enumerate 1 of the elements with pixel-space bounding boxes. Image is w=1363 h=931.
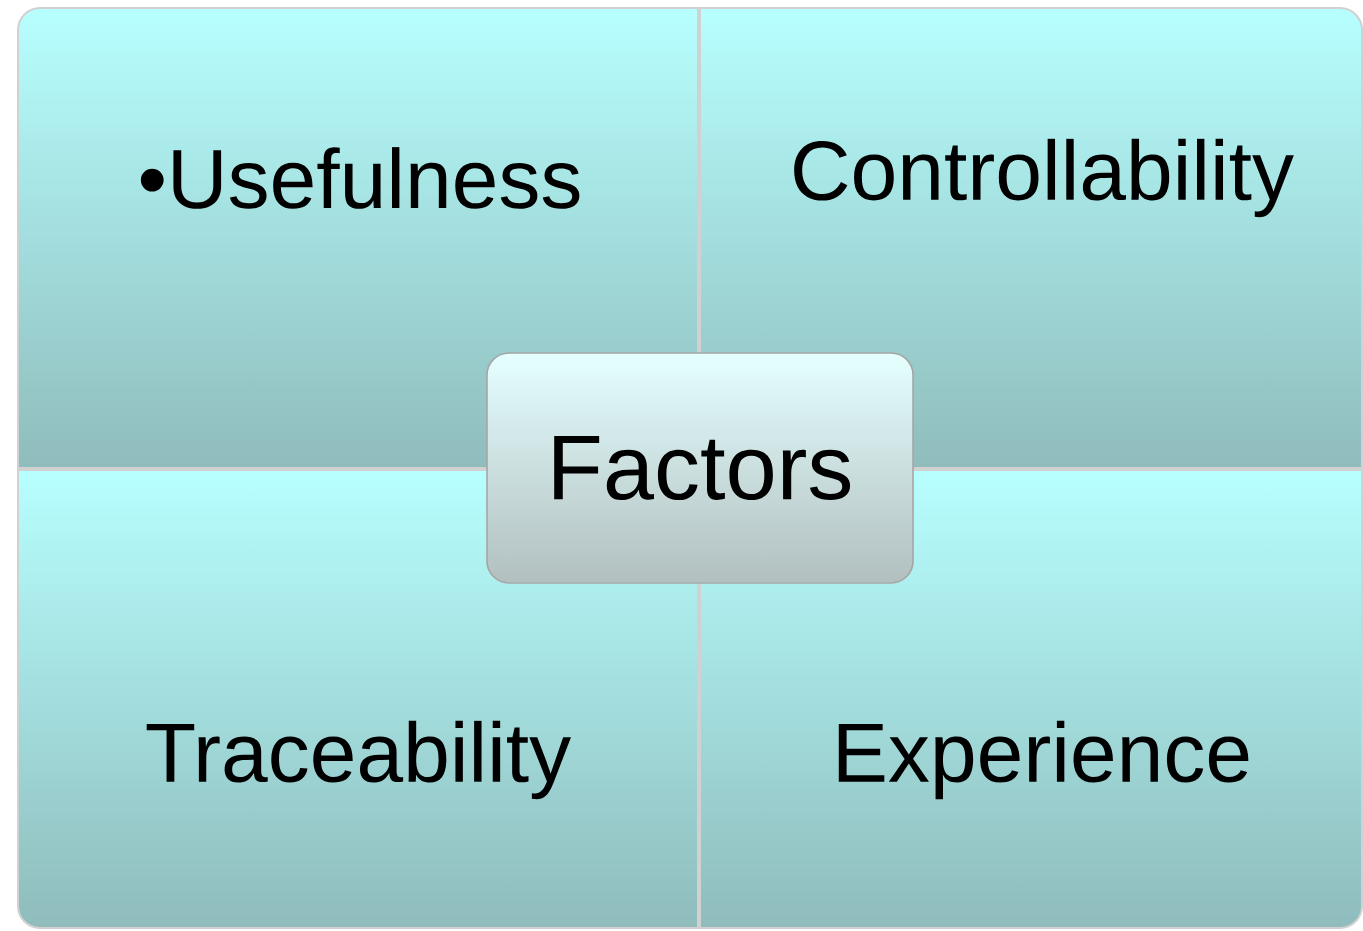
centre-box: Factors bbox=[486, 352, 914, 584]
